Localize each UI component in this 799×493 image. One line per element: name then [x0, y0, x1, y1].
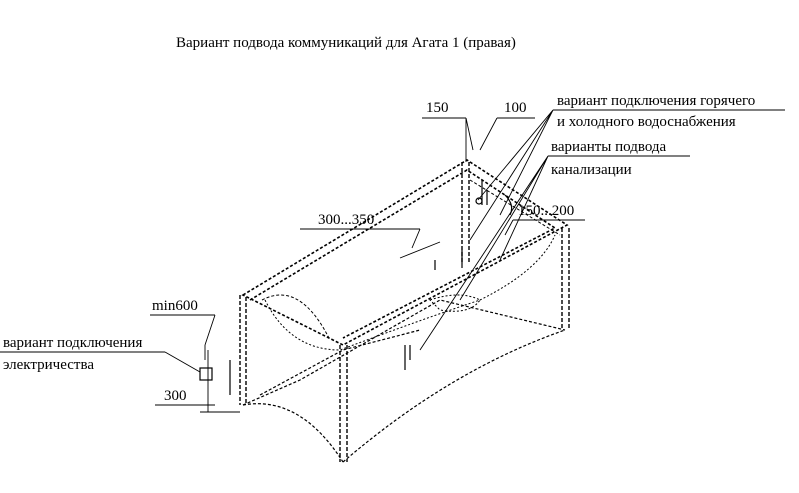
- dimension-150-200: 150...200: [518, 203, 575, 219]
- tub-bowl: [264, 234, 556, 351]
- sewer-label-line1: варианты подвода: [551, 139, 667, 155]
- tub-bottom: [242, 299, 566, 463]
- dimension-300: 300: [164, 388, 187, 404]
- tub-frame-top: [241, 159, 569, 346]
- diagram-title: Вариант подвода коммуникаций для Агата 1…: [176, 35, 516, 51]
- dimension-lines: [0, 117, 585, 413]
- electric-label-line1: вариант подключения: [3, 335, 143, 351]
- dimension-min600: min600: [152, 298, 198, 314]
- tub-posts: [239, 162, 570, 462]
- dimension-150: 150: [426, 100, 449, 116]
- sewer-label-line2: канализации: [551, 162, 632, 178]
- water-label-line2: и холодного водоснабжения: [557, 114, 736, 130]
- water-label-line1: вариант подключения горячего: [557, 93, 756, 109]
- leader-lines: [419, 109, 785, 351]
- dimension-100: 100: [504, 100, 527, 116]
- pipes: [199, 180, 513, 395]
- dimension-300-350: 300...350: [318, 212, 375, 228]
- electric-label-line2: электричества: [3, 357, 94, 373]
